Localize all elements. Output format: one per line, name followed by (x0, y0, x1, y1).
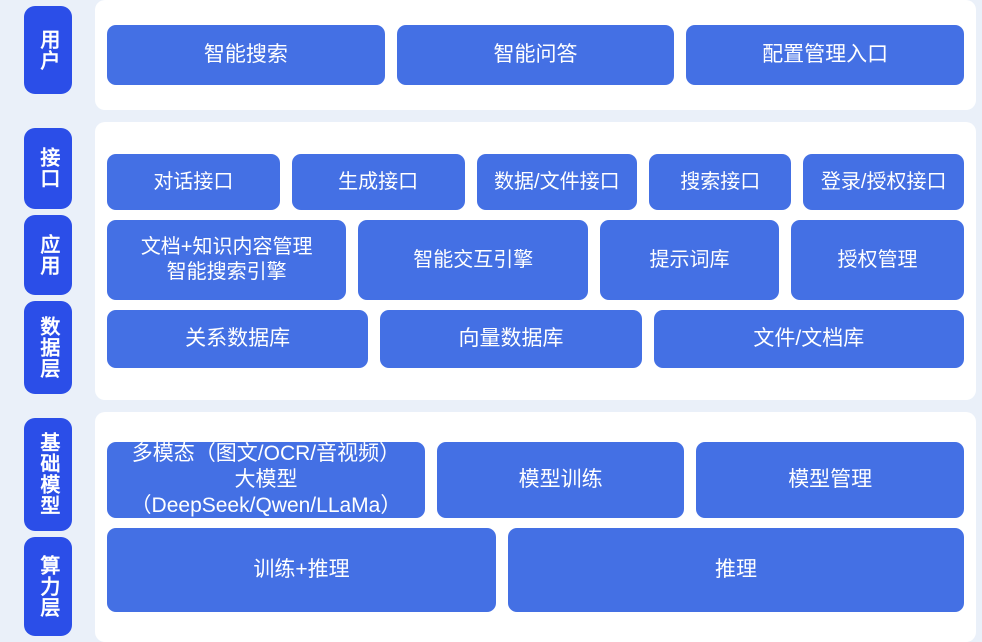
rail-label-compute-layer: 算力层 (23, 536, 72, 636)
box-vector-database[interactable]: 向量数据库 (380, 310, 642, 368)
box-smart-interaction-engine[interactable]: 智能交互引擎 (358, 220, 589, 300)
box-authorization-management[interactable]: 授权管理 (790, 220, 964, 300)
row-compute-layer: 训练+推理 推理 (107, 528, 964, 612)
box-generation-interface[interactable]: 生成接口 (291, 154, 465, 210)
box-multimodal-large-model[interactable]: 多模态（图文/OCR/音视频） 大模型（DeepSeek/Qwen/LLaMa） (107, 442, 425, 518)
rail-label-users: 用户 (23, 6, 72, 94)
section-middle: 接口 应用 数据层 对话接口 生成接口 数据/文件接口 搜索接口 登录/授权接口… (0, 122, 982, 400)
rail-middle: 接口 应用 数据层 (0, 122, 95, 400)
section-users: 用户 智能搜索 智能问答 配置管理入口 (0, 0, 982, 110)
box-data-file-interface[interactable]: 数据/文件接口 (476, 154, 638, 210)
box-smart-search[interactable]: 智能搜索 (107, 25, 385, 85)
panel-middle: 对话接口 生成接口 数据/文件接口 搜索接口 登录/授权接口 文档+知识内容管理… (95, 122, 976, 400)
rail-bottom: 基础模型 算力层 (0, 412, 95, 642)
box-model-management[interactable]: 模型管理 (696, 442, 964, 518)
box-search-interface[interactable]: 搜索接口 (649, 154, 792, 210)
box-doc-knowledge-content-management[interactable]: 文档+知识内容管理 智能搜索引擎 (107, 220, 347, 300)
row-foundation-model: 多模态（图文/OCR/音视频） 大模型（DeepSeek/Qwen/LLaMa）… (107, 442, 964, 518)
rail-label-data-layer: 数据层 (23, 301, 72, 394)
box-login-auth-interface[interactable]: 登录/授权接口 (803, 154, 964, 210)
rail-label-interface: 接口 (23, 128, 72, 209)
box-prompt-library[interactable]: 提示词库 (600, 220, 779, 300)
panel-users: 智能搜索 智能问答 配置管理入口 (95, 0, 976, 110)
rail-label-foundation-model: 基础模型 (23, 418, 72, 531)
box-relational-database[interactable]: 关系数据库 (107, 310, 369, 368)
panel-bottom: 多模态（图文/OCR/音视频） 大模型（DeepSeek/Qwen/LLaMa）… (95, 412, 976, 642)
row-user-entries: 智能搜索 智能问答 配置管理入口 (107, 25, 965, 85)
box-training-plus-inference[interactable]: 训练+推理 (107, 528, 496, 612)
box-model-training[interactable]: 模型训练 (436, 442, 685, 518)
row-data-layer: 关系数据库 向量数据库 文件/文档库 (107, 310, 964, 368)
box-inference[interactable]: 推理 (507, 528, 964, 612)
section-bottom: 基础模型 算力层 多模态（图文/OCR/音视频） 大模型（DeepSeek/Qw… (0, 412, 982, 642)
box-smart-qa[interactable]: 智能问答 (396, 25, 675, 85)
box-file-document-store[interactable]: 文件/文档库 (653, 310, 964, 368)
box-dialog-interface[interactable]: 对话接口 (107, 154, 280, 210)
row-interface: 对话接口 生成接口 数据/文件接口 搜索接口 登录/授权接口 (107, 154, 964, 210)
rail-label-application: 应用 (23, 214, 72, 296)
rail-users: 用户 (0, 0, 95, 110)
box-config-management-entry[interactable]: 配置管理入口 (686, 25, 965, 85)
row-application: 文档+知识内容管理 智能搜索引擎 智能交互引擎 提示词库 授权管理 (107, 220, 964, 300)
